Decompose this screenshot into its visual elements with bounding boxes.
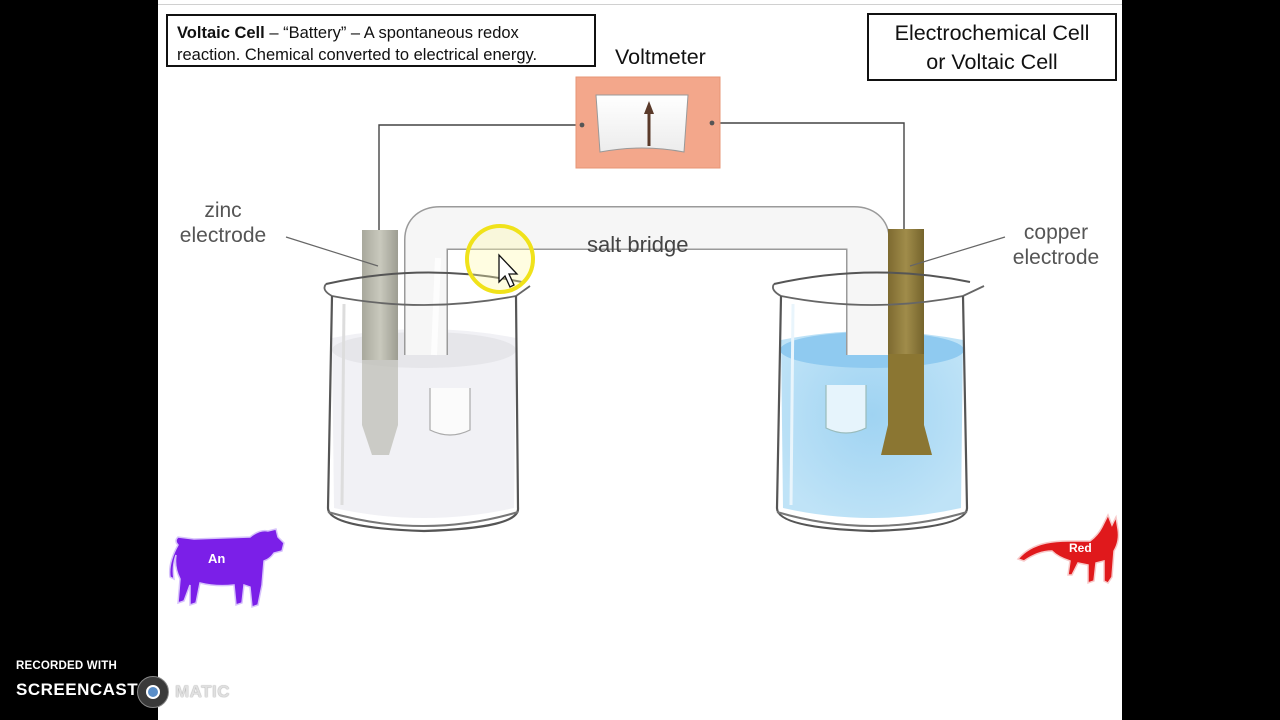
copper-electrode-label: copper electrode	[1000, 220, 1112, 270]
screencast-watermark: RECORDED WITH SCREENCAST MATIC	[16, 660, 246, 710]
cell-title-line1: Electrochemical Cell	[894, 21, 1090, 45]
copper-electrode	[881, 229, 932, 455]
wire-right	[712, 122, 905, 232]
zinc-leader-line	[285, 236, 379, 267]
voltmeter	[575, 76, 721, 169]
copper-leader-line	[909, 236, 1006, 267]
watermark-line2: SCREENCAST	[16, 680, 139, 699]
watermark-line3: MATIC	[175, 682, 231, 701]
definition-title: Voltaic Cell	[177, 24, 265, 42]
slide: Voltaic Cell – “Battery” – A spontaneous…	[158, 0, 1122, 720]
right-beaker	[772, 271, 985, 533]
cat-label: Red	[1069, 541, 1092, 555]
left-beaker	[323, 271, 531, 533]
watermark-line1: RECORDED WITH	[16, 660, 117, 672]
cow-icon	[168, 528, 285, 609]
zinc-electrode-label: zinc electrode	[164, 198, 282, 248]
zinc-electrode	[362, 230, 398, 455]
divider	[158, 4, 1122, 5]
zinc-label-line2: electrode	[179, 224, 267, 247]
copper-sulfate-solution	[780, 331, 964, 518]
cow-label: An	[208, 551, 226, 566]
copper-label-line2: electrode	[1012, 246, 1100, 269]
cell-title-box: Electrochemical Cell or Voltaic Cell	[867, 13, 1117, 81]
wire-left	[378, 124, 582, 258]
voltmeter-label: Voltmeter	[615, 45, 706, 69]
copper-label-line1: copper	[1023, 221, 1089, 244]
definition-text-line2: reaction. Chemical converted to electric…	[177, 46, 538, 64]
cursor-icon	[465, 224, 535, 294]
salt-bridge	[404, 206, 890, 436]
definition-text-line1: – “Battery” – A spontaneous redox	[264, 24, 519, 42]
voltaic-cell-diagram	[168, 76, 1120, 609]
zinc-solution	[332, 329, 516, 518]
zinc-label-line1: zinc	[204, 199, 242, 222]
screencast-logo-icon	[137, 676, 169, 708]
definition-box: Voltaic Cell – “Battery” – A spontaneous…	[166, 14, 596, 67]
cat-icon	[1016, 513, 1120, 585]
salt-bridge-label: salt bridge	[587, 232, 689, 257]
cell-title-line2: or Voltaic Cell	[926, 50, 1058, 74]
